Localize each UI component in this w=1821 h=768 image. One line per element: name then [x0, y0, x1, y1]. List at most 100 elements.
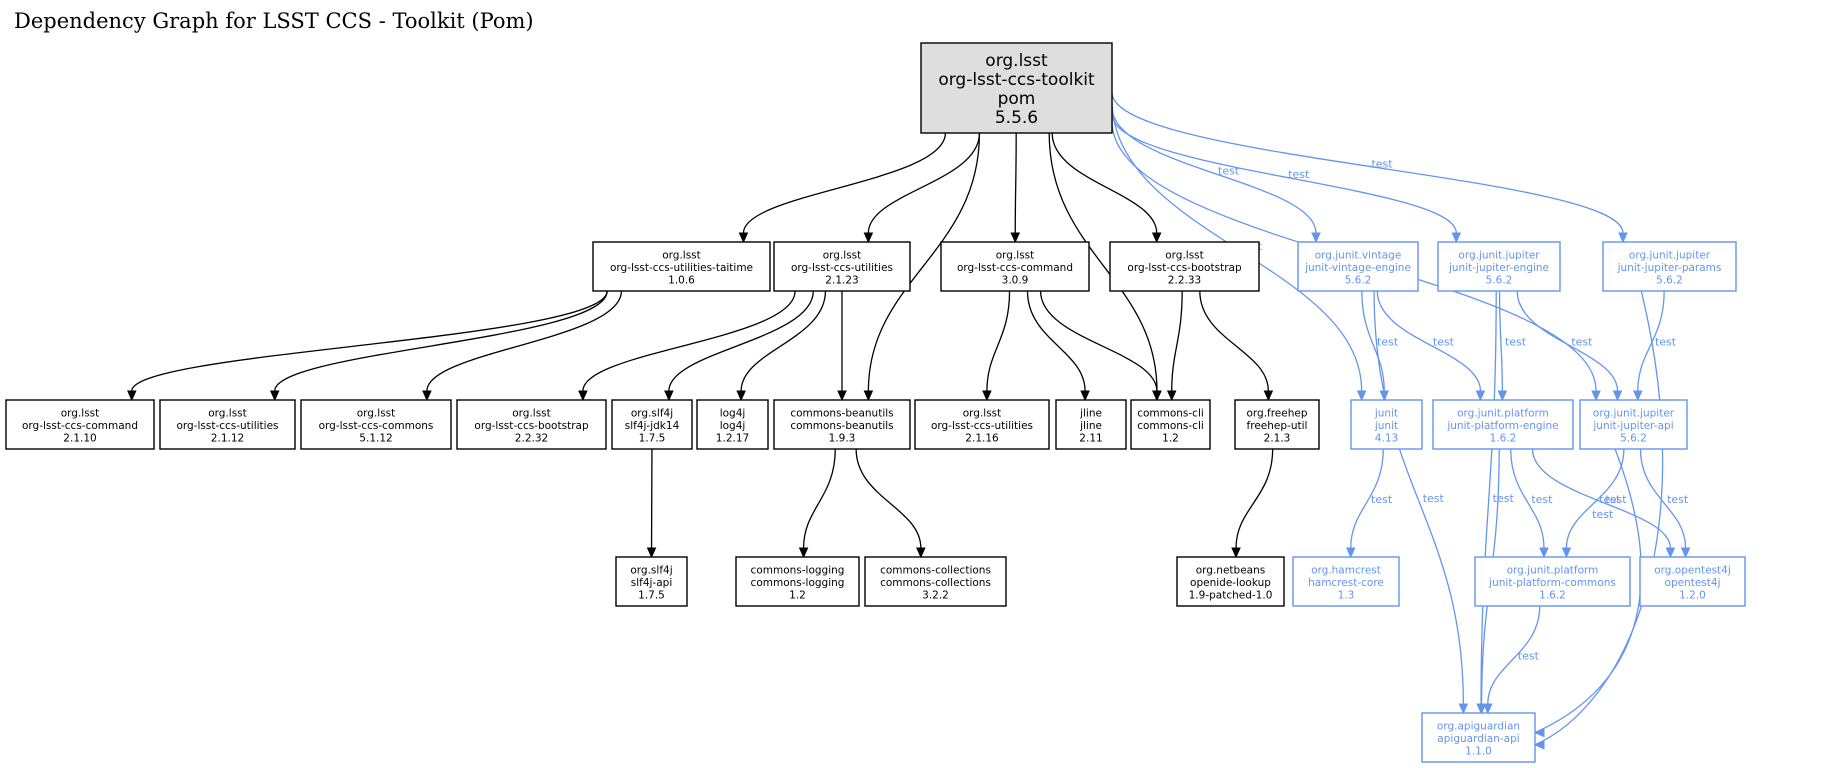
arrowhead-vintage-to-platform_engine: [1475, 390, 1486, 402]
edge-utilities-to-slf4j_jdk14: [668, 290, 814, 392]
node-box: [1432, 399, 1574, 450]
node-label: org-lsst-ccs-bootstrap: [1127, 262, 1242, 274]
node-label: org.lsst: [208, 407, 247, 419]
node-label: 4.13: [1375, 432, 1398, 444]
node-label: 1.0.6: [668, 274, 695, 286]
edge-label: test: [1655, 336, 1677, 349]
arrowhead-jupiter_api-to-apiguardian: [1533, 727, 1545, 738]
node-label: org.lsst: [996, 249, 1035, 261]
arrowhead-root-to-vintage: [1311, 232, 1321, 244]
node-label: 1.6.2: [1539, 589, 1566, 601]
arrowhead-jupiter_params-to-apiguardian: [1533, 740, 1545, 750]
node-label: org-lsst-ccs-toolkit: [938, 70, 1095, 90]
node-box: [914, 399, 1050, 450]
node-label: log4j: [720, 420, 746, 432]
edge-label: test: [1433, 336, 1455, 349]
node-collections: commons-collectionscommons-collections3.…: [864, 556, 1007, 607]
edge-label: test: [1377, 336, 1399, 349]
arrowhead-jupiter_engine-to-platform_engine: [1497, 390, 1508, 402]
arrowhead-root-to-utilities: [863, 232, 874, 244]
node-label: org-lsst-ccs-command: [22, 420, 138, 432]
node-platform_engine: org.junit.platformjunit-platform-engine1…: [1432, 399, 1574, 450]
arrowhead-beanutils-to-collections: [916, 547, 926, 559]
arrowhead-root-to-beanutils: [863, 390, 874, 402]
node-box: [1234, 399, 1320, 450]
node-label: junit-vintage-engine: [1304, 262, 1411, 274]
edge-label: test: [1493, 492, 1515, 505]
node-label: 5.5.6: [995, 108, 1038, 128]
edge-label: test: [1571, 336, 1593, 349]
edge-jupiter_params-to-jupiter_api: [1637, 290, 1665, 392]
node-box: [5, 399, 155, 450]
node-label: 2.2.33: [1168, 274, 1201, 286]
edge-root-to-taitime: [742, 132, 947, 234]
node-label: 1.2: [789, 589, 806, 601]
node-box: [300, 399, 452, 450]
node-label: org.junit.jupiter: [1593, 407, 1675, 419]
node-box: [456, 399, 607, 450]
node-taitime: org.lsstorg-lsst-ccs-utilities-taitime1.…: [592, 241, 771, 292]
edge-root-to-vintage: [1111, 106, 1317, 234]
node-label: slf4j-api: [631, 577, 673, 589]
node-label: commons-logging: [751, 564, 845, 576]
node-box: [735, 556, 860, 607]
node-label: org.lsst: [512, 407, 551, 419]
node-box: [940, 241, 1090, 292]
node-box: [1474, 556, 1631, 607]
arrowhead-utilities-to-log4j: [736, 390, 746, 402]
arrowhead-command-to-commons_cli: [1152, 390, 1162, 402]
node-box: [1639, 556, 1746, 607]
node-label: org.lsst: [1165, 249, 1204, 261]
node-box: [773, 399, 911, 450]
node-box: [615, 556, 688, 607]
arrowhead-root-to-jupiter_api: [1591, 390, 1601, 402]
edge-root-to-utilities: [867, 132, 981, 234]
edge-label: test: [1371, 493, 1393, 506]
edge-jupiter_engine-to-platform_engine: [1498, 290, 1504, 392]
edge-taitime-to-command_old: [131, 290, 608, 392]
edge-jupiter_api-to-apiguardian: [1534, 448, 1642, 734]
node-label: org.lsst: [662, 249, 701, 261]
node-label: 1.6.2: [1490, 432, 1517, 444]
arrowhead-jupiter_api-to-opentest4j: [1680, 547, 1691, 559]
arrowhead-jupiter_params-to-jupiter_api: [1633, 390, 1643, 402]
node-label: org.opentest4j: [1654, 564, 1731, 576]
node-label: log4j: [720, 407, 746, 419]
node-label: org-lsst-ccs-utilities: [176, 420, 278, 432]
node-box: [1602, 241, 1737, 292]
edge-label: test: [1599, 493, 1621, 506]
node-label: 2.1.10: [63, 432, 96, 444]
node-box: [1297, 241, 1419, 292]
node-label: 2.1.3: [1264, 432, 1291, 444]
arrowhead-root-to-junit: [1356, 390, 1367, 402]
node-label: 1.3: [1338, 589, 1355, 601]
arrowhead-bootstrap-to-freehep: [1263, 390, 1274, 402]
edge-root-to-beanutils: [867, 132, 981, 392]
node-label: org-lsst-ccs-commons: [319, 420, 434, 432]
edge-utilities-to-log4j: [740, 290, 827, 392]
node-label: slf4j-jdk14: [625, 420, 680, 432]
node-jupiter_params: org.junit.jupiterjunit-jupiter-params5.6…: [1602, 241, 1737, 292]
node-label: org-lsst-ccs-command: [957, 262, 1073, 274]
edge-vintage-to-junit: [1361, 290, 1385, 392]
node-label: org.hamcrest: [1311, 564, 1381, 576]
node-label: 5.6.2: [1345, 274, 1372, 286]
arrowhead-jupiter_api-to-platform_commons: [1561, 547, 1572, 559]
edge-label: test: [1592, 508, 1614, 521]
node-label: commons-collections: [880, 564, 991, 576]
edge-freehep-to-openide: [1235, 448, 1274, 549]
node-label: org-lsst-ccs-utilities: [931, 420, 1033, 432]
arrowhead-taitime-to-command_old: [127, 390, 137, 402]
edge-taitime-to-utilities_old: [274, 290, 608, 392]
node-vintage: org.junit.vintagejunit-vintage-engine5.6…: [1297, 241, 1419, 292]
